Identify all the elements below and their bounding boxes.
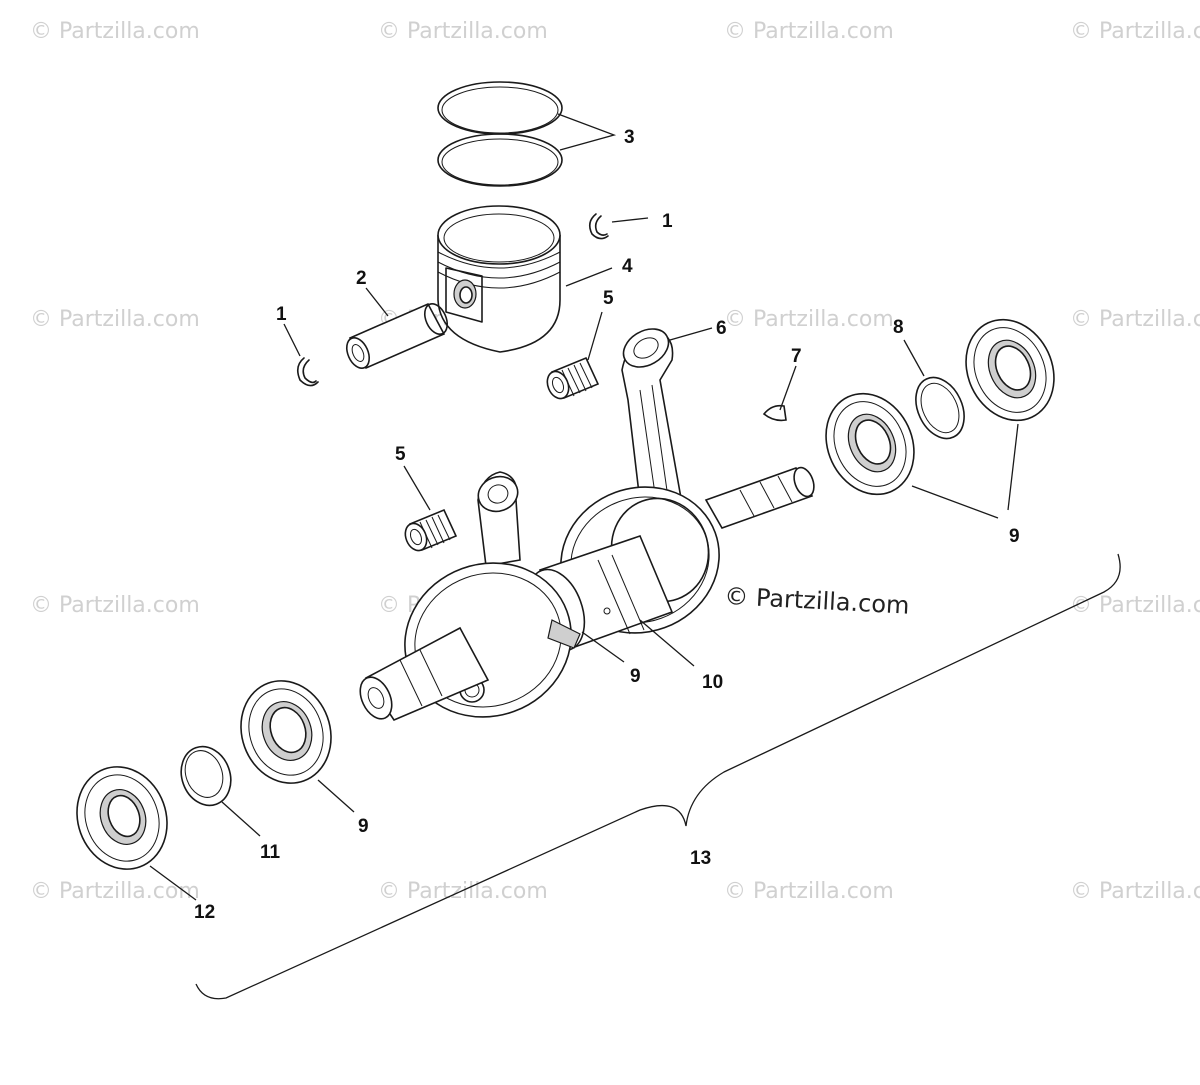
callout-10[interactable]: 10: [702, 672, 723, 693]
piston-part[interactable]: [437, 205, 561, 353]
piston-rings-part[interactable]: [437, 81, 563, 187]
watermark-text: © Partzilla.com: [724, 307, 894, 332]
watermarks: © Partzilla.com © Partzilla.com © Partzi…: [30, 19, 1200, 904]
watermark-text: © Partzilla.com: [724, 19, 894, 44]
watermark-text: © Partzilla.com: [30, 593, 200, 618]
leader-lines: [149, 113, 1019, 901]
bearing-part[interactable]: [810, 379, 930, 509]
callout-3[interactable]: 3: [624, 127, 635, 148]
callout-1[interactable]: 1: [276, 304, 287, 325]
watermark-text: © Partzilla.com: [30, 307, 200, 332]
watermark-text: © Partzilla.com: [378, 879, 548, 904]
oil-seal-part[interactable]: [63, 754, 181, 882]
wrist-pin-part[interactable]: [342, 300, 451, 371]
woodruff-key-part[interactable]: [762, 404, 787, 422]
callout-12[interactable]: 12: [194, 902, 215, 923]
circlip-part[interactable]: [296, 357, 319, 387]
watermark-text: © Partzilla.com: [30, 879, 200, 904]
callout-7[interactable]: 7: [791, 346, 802, 367]
crankshaft-part[interactable]: [354, 321, 818, 740]
callout-9[interactable]: 9: [1009, 526, 1020, 547]
callouts: 3 1 4 2 1 5 6 7 8 9 5 9 10 9 11 12 13: [194, 127, 1020, 923]
callout-13[interactable]: 13: [690, 848, 711, 869]
watermark-text: © Partzilla.com: [1070, 593, 1200, 618]
callout-5[interactable]: 5: [603, 288, 614, 309]
callout-4[interactable]: 4: [622, 256, 633, 277]
bearing-part[interactable]: [950, 305, 1070, 435]
watermark-text: © Partzilla.com: [1070, 879, 1200, 904]
watermark-text: © Partzilla.com: [1070, 19, 1200, 44]
callout-11[interactable]: 11: [260, 842, 281, 863]
watermark-text: © Partzilla.com: [724, 879, 894, 904]
watermark-text: © Partzilla.com: [724, 582, 910, 620]
callout-5[interactable]: 5: [395, 444, 406, 465]
needle-bearing-part[interactable]: [543, 356, 600, 402]
callout-8[interactable]: 8: [893, 317, 904, 338]
callout-9[interactable]: 9: [630, 666, 641, 687]
callout-2[interactable]: 2: [356, 268, 367, 289]
circlip-part[interactable]: [588, 213, 609, 240]
watermark-text: © Partzilla.com: [30, 19, 200, 44]
callout-9[interactable]: 9: [358, 816, 369, 837]
callout-6[interactable]: 6: [716, 318, 727, 339]
watermark-text: © Partzilla.com: [1070, 307, 1200, 332]
spacer-ring-part[interactable]: [173, 740, 239, 813]
callout-1[interactable]: 1: [662, 211, 673, 232]
assembly-bracket: [195, 553, 1121, 1000]
watermark-text: © Partzilla.com: [378, 19, 548, 44]
needle-bearing-part[interactable]: [401, 508, 458, 554]
bearing-part[interactable]: [227, 668, 345, 796]
seal-ring-part[interactable]: [907, 370, 974, 447]
